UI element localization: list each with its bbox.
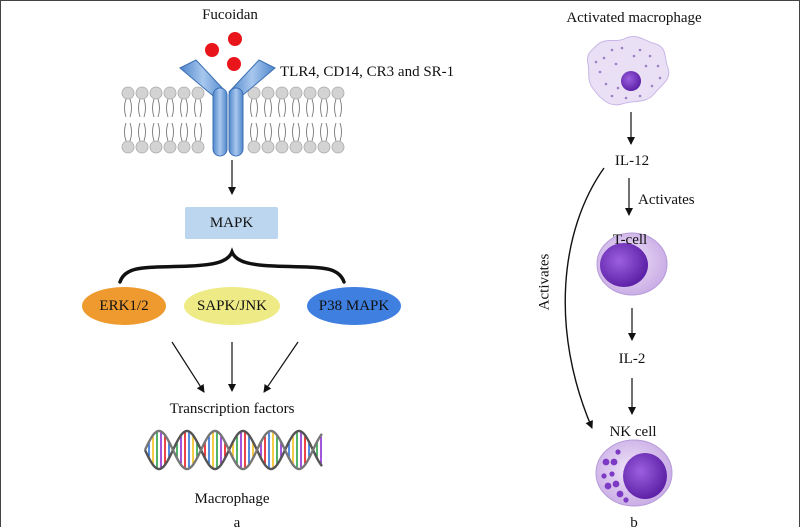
macrophage-nucleus	[621, 71, 641, 91]
nk-nucleus	[623, 453, 667, 499]
nk-granules	[601, 449, 629, 503]
dna-helix	[143, 429, 323, 471]
sapk-label: SAPK/JNK	[196, 297, 268, 314]
p38-label: P38 MAPK	[318, 297, 390, 314]
arrow-p38	[263, 341, 299, 393]
macrophage-granules	[594, 46, 662, 100]
mapk-label: MAPK	[209, 214, 254, 231]
fucoidan-label: Fucoidan	[202, 7, 258, 23]
activated-macrophage-label: Activated macrophage	[566, 10, 702, 26]
p38-ellipse	[307, 287, 401, 325]
fucoidan-molecules	[205, 32, 242, 71]
panel-b-letter: b	[630, 515, 638, 527]
erk-label: ERK1/2	[99, 297, 149, 314]
cell-membrane	[121, 86, 345, 154]
arrow-erk	[171, 341, 205, 393]
t-cell-label: T-cell	[612, 232, 648, 248]
il2-label: IL-2	[618, 351, 646, 367]
activates-label: Activates	[638, 192, 695, 208]
erk-ellipse	[82, 287, 166, 325]
side-activates-label: Activates	[536, 253, 553, 311]
t-cell-nucleus	[600, 243, 648, 287]
sapk-ellipse	[184, 287, 280, 325]
curly-brace	[118, 247, 346, 284]
sapk-pathway: SAPK/JNK	[184, 287, 280, 325]
arrow-il12-to-nk	[564, 167, 605, 429]
mapk-box: MAPK	[185, 207, 278, 239]
erk-pathway: ERK1/2	[82, 287, 166, 325]
receptor-label: TLR4, CD14, CR3 and SR-1	[280, 64, 455, 80]
nk-cell-label: NK cell	[609, 424, 657, 440]
activated-macrophage-cell	[587, 36, 670, 106]
panel-a-letter: a	[233, 515, 241, 527]
macrophage-label: Macrophage	[194, 491, 270, 507]
receptor-shape	[179, 59, 276, 157]
transcription-factors-label: Transcription factors	[169, 401, 295, 417]
p38-pathway: P38 MAPK	[307, 287, 401, 325]
il12-label: IL-12	[614, 153, 650, 169]
